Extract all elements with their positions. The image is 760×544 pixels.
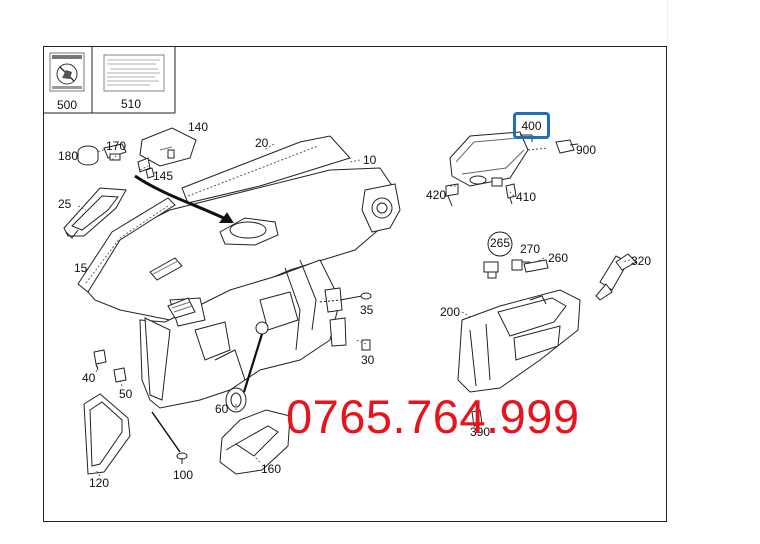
part-120-side-trim [83, 393, 131, 475]
highlight-box-400 [513, 112, 550, 139]
part-label-400: 400 [521, 118, 542, 133]
leader-lines [77, 143, 631, 477]
part-label-160: 160 [261, 462, 282, 476]
page-edge-line [667, 0, 668, 46]
part-200-glovebox [457, 289, 581, 393]
part-label-35: 35 [360, 303, 374, 317]
part-label-510: 510 [121, 97, 142, 111]
part-label-40: 40 [82, 371, 96, 385]
part-30-clip [361, 339, 371, 351]
part-400-airbag [449, 131, 549, 187]
part-label-260: 260 [548, 251, 569, 265]
part-60-knob [225, 333, 264, 413]
dashboard-body [77, 135, 401, 409]
part-label-30: 30 [361, 353, 375, 367]
part-label-180: 180 [58, 149, 79, 163]
part-label-15: 15 [74, 261, 88, 275]
parts-40-50 [93, 349, 127, 383]
part-35-screw [319, 292, 372, 303]
part-140-cover [139, 127, 197, 167]
warning-sticker-500 [49, 52, 85, 92]
part-label-170: 170 [106, 139, 127, 153]
part-label-100: 100 [173, 468, 194, 482]
part-label-20: 20 [255, 136, 269, 150]
part-label-320: 320 [631, 254, 652, 268]
part-390 [471, 409, 483, 427]
part-label-60: 60 [215, 402, 229, 416]
sensor-parts [483, 231, 549, 279]
phone-number-overlay: 0765.764.999 [286, 390, 580, 443]
part-label-420: 420 [426, 188, 447, 202]
part-label-50: 50 [119, 387, 133, 401]
part-label-145: 145 [153, 169, 174, 183]
part-label-140: 140 [188, 120, 209, 134]
part-label-390: 390 [470, 425, 491, 439]
part-320-bracket [595, 253, 637, 301]
part-label-10: 10 [363, 153, 377, 167]
parts-420-410 [445, 183, 517, 207]
part-label-25: 25 [58, 197, 72, 211]
part-100-bolt [151, 411, 188, 464]
part-25-vent-bezel [63, 187, 127, 239]
part-label-500: 500 [57, 98, 78, 112]
part-label-900: 900 [576, 143, 597, 157]
part-label-200: 200 [440, 305, 461, 319]
part-900-connector [555, 139, 579, 154]
part-160-knee-panel [219, 409, 291, 475]
label-panel-boxes [43, 46, 176, 114]
info-sticker-510 [103, 54, 165, 92]
part-label-270: 270 [520, 242, 541, 256]
part-label-265: 265 [490, 236, 511, 250]
part-label-410: 410 [516, 190, 537, 204]
small-parts-170-180-145 [77, 143, 155, 179]
part-label-120: 120 [89, 476, 110, 490]
pointer-arrow [134, 174, 234, 224]
